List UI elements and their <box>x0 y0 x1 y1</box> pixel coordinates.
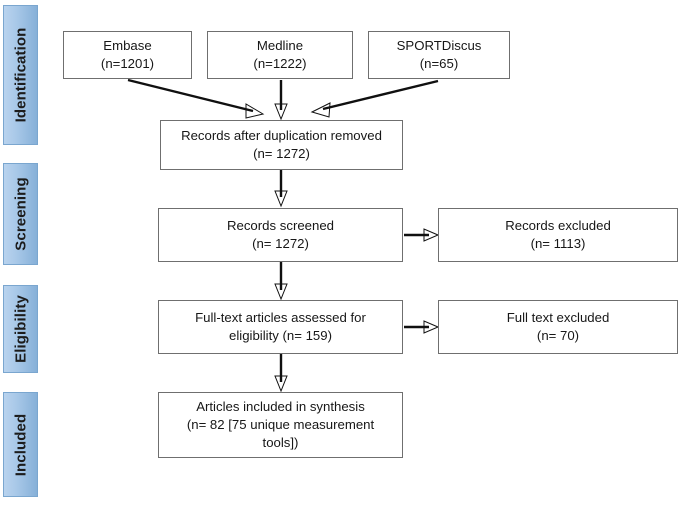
box-duplicates-removed: Records after duplication removed (n= 12… <box>160 120 403 170</box>
stage-bar-eligibility: Eligibility <box>3 285 38 373</box>
box-duplicates-removed-line1: Records after duplication removed <box>181 127 382 143</box>
arrow-fulltext-to-included <box>274 354 288 393</box>
box-duplicates-removed-line2: (n= 1272) <box>253 146 310 161</box>
arrow-embase-to-duplicates <box>127 78 265 119</box>
box-fulltext-assessed-line2: eligibility (n= 159) <box>229 328 332 343</box>
box-included-synthesis-line3: tools]) <box>262 435 299 451</box>
box-records-excluded-line2: (n= 1113) <box>530 236 586 251</box>
box-records-screened-line1: Records screened <box>226 217 335 233</box>
box-embase-line1: Embase <box>103 37 152 53</box>
stage-bar-screening: Screening <box>3 163 38 265</box>
box-sportdiscus-line2: (n=65) <box>419 56 459 71</box>
box-embase-line2: (n=1201) <box>100 56 155 71</box>
arrow-fulltext-to-fulltext-excluded <box>404 320 440 334</box>
box-records-excluded-line1: Records excluded <box>505 217 611 233</box>
box-included-synthesis: Articles included in synthesis (n= 82 [7… <box>158 392 403 458</box>
arrow-screened-to-excluded <box>404 228 440 242</box>
box-records-screened-content: Records screened (n= 1272) <box>165 217 396 253</box>
box-fulltext-assessed: Full-text articles assessed for eligibil… <box>158 300 403 354</box>
box-records-screened: Records screened (n= 1272) <box>158 208 403 262</box>
box-fulltext-excluded-content: Full text excluded (n= 70) <box>445 309 671 345</box>
arrow-medline-to-duplicates <box>274 80 288 121</box>
arrow-screened-to-fulltext <box>274 262 288 301</box>
box-medline-line2: (n=1222) <box>253 56 307 71</box>
box-included-synthesis-content: Articles included in synthesis (n= 82 [7… <box>165 398 396 453</box>
box-sportdiscus: SPORTDiscus (n=65) <box>368 31 510 79</box>
box-medline: Medline (n=1222) <box>207 31 353 79</box>
box-fulltext-assessed-line1: Full-text articles assessed for <box>195 309 366 325</box>
stage-bar-identification: Identification <box>3 5 38 145</box>
box-fulltext-excluded-line1: Full text excluded <box>506 309 610 325</box>
box-sportdiscus-content: SPORTDiscus (n=65) <box>375 37 503 73</box>
box-medline-line1: Medline <box>256 37 304 53</box>
box-fulltext-excluded-line2: (n= 70) <box>536 328 580 343</box>
box-included-synthesis-line1: Articles included in synthesis <box>196 398 365 414</box>
box-duplicates-removed-content: Records after duplication removed (n= 12… <box>167 127 396 163</box>
box-fulltext-assessed-content: Full-text articles assessed for eligibil… <box>165 309 396 345</box>
box-records-excluded: Records excluded (n= 1113) <box>438 208 678 262</box>
box-records-excluded-content: Records excluded (n= 1113) <box>445 217 671 253</box>
box-fulltext-excluded: Full text excluded (n= 70) <box>438 300 678 354</box>
box-embase: Embase (n=1201) <box>63 31 192 79</box>
box-sportdiscus-line1: SPORTDiscus <box>396 37 482 53</box>
arrow-duplicates-to-screened <box>274 170 288 208</box>
box-medline-content: Medline (n=1222) <box>214 37 346 73</box>
stage-bar-included: Included <box>3 392 38 497</box>
box-included-synthesis-line2: (n= 82 [75 unique measurement <box>186 416 375 432</box>
arrow-sportdiscus-to-duplicates <box>310 79 439 118</box>
box-embase-content: Embase (n=1201) <box>70 37 185 73</box>
box-records-screened-line2: (n= 1272) <box>252 236 309 251</box>
